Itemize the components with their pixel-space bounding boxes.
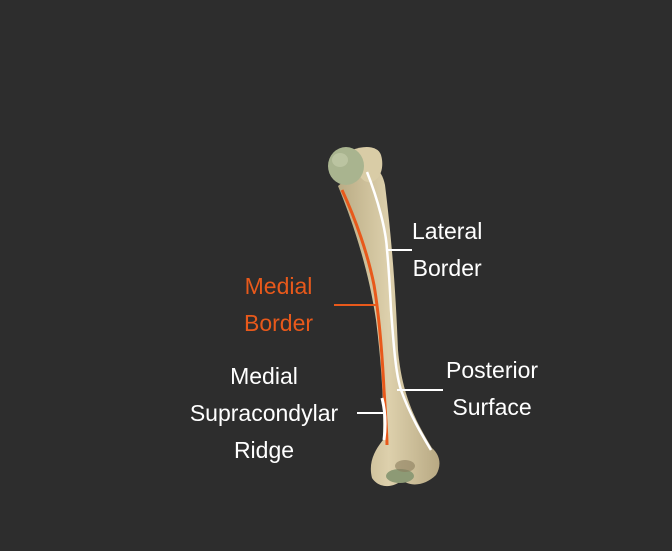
label-line: Medial: [230, 363, 298, 389]
olecranon-fossa: [395, 460, 415, 472]
label-line: Posterior: [446, 357, 539, 383]
medial-supracondylar-ridge-line: [380, 397, 387, 441]
medial-supracondylar-ridge-label: Medial Supracondylar Ridge: [178, 358, 350, 469]
label-line: Medial: [244, 273, 313, 299]
medial-border-label: Medial Border: [244, 268, 313, 342]
label-line: Border: [412, 255, 482, 281]
posterior-surface-label: Posterior Surface: [446, 352, 538, 426]
lateral-border-label: Lateral Border: [412, 213, 482, 287]
lateral-border-line: [365, 171, 433, 451]
label-line: Surface: [452, 394, 532, 420]
humeral-head: [328, 147, 364, 185]
label-line: Supracondylar: [189, 400, 339, 426]
label-line: Lateral: [412, 218, 483, 244]
trochlea: [386, 469, 414, 483]
label-line: Border: [244, 310, 314, 336]
head-highlight: [332, 153, 348, 167]
label-line: Ridge: [233, 437, 295, 463]
